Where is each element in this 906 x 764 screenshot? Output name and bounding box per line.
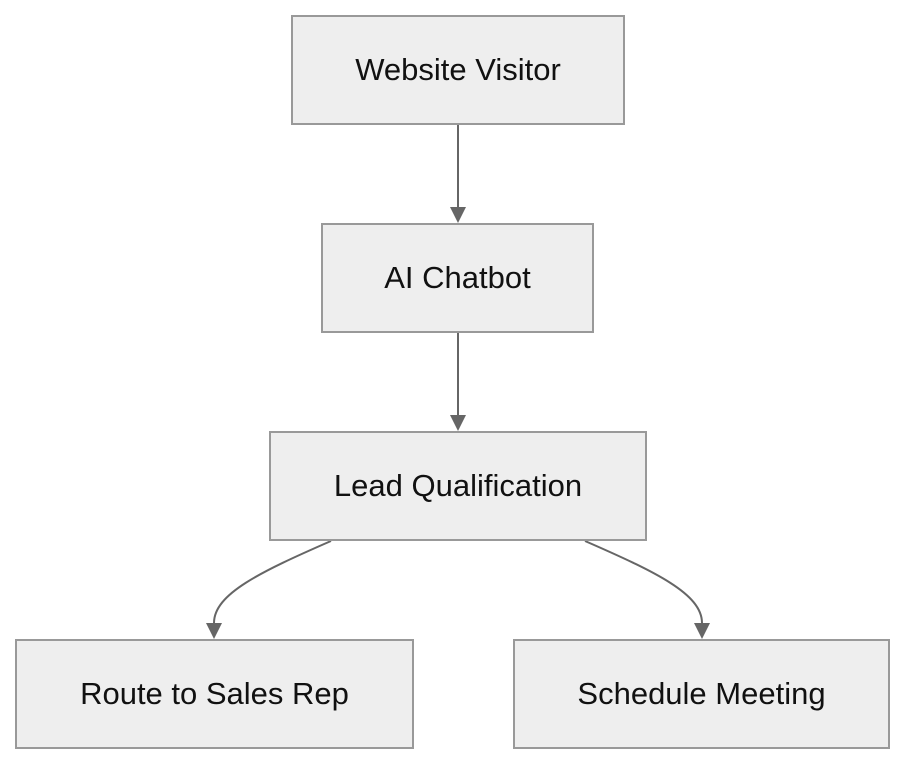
node-label: Schedule Meeting [577, 676, 826, 711]
arrowhead-route [206, 623, 222, 639]
node-website-visitor: Website Visitor [291, 15, 625, 125]
node-label: Route to Sales Rep [80, 676, 349, 711]
edge-lead-to-meeting [584, 540, 703, 624]
arrowhead-lead [450, 415, 466, 431]
edge-lead-to-route [213, 540, 332, 624]
node-label: Website Visitor [355, 52, 561, 87]
node-label: Lead Qualification [333, 468, 583, 503]
arrowhead-meeting [694, 623, 710, 639]
node-ai-chatbot: AI Chatbot [321, 223, 594, 333]
node-route-to-sales-rep: Route to Sales Rep [15, 639, 414, 749]
node-schedule-meeting: Schedule Meeting [513, 639, 890, 749]
arrowhead-chatbot [450, 207, 466, 223]
node-label: AI Chatbot [384, 260, 531, 295]
node-lead-qualification: Lead Qualification [269, 431, 647, 541]
